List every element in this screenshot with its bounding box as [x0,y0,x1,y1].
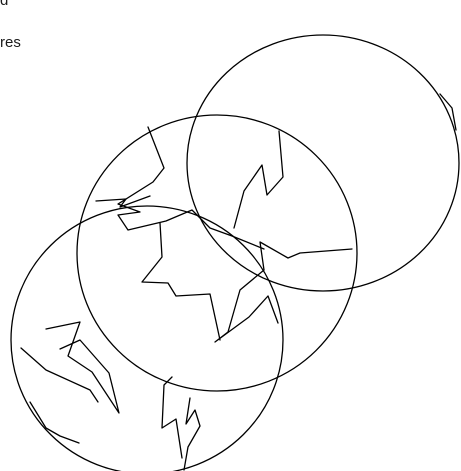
crack-stroke [184,398,200,470]
circle-middle [77,115,357,391]
crack-stroke [118,127,264,249]
crack-stroke [142,223,220,340]
crack-stroke [162,377,182,458]
crack-stroke [30,402,79,443]
crack-stroke [46,322,119,413]
crack-stroke [21,348,98,402]
crack-stroke [234,131,283,228]
crack-stroke [260,242,352,270]
